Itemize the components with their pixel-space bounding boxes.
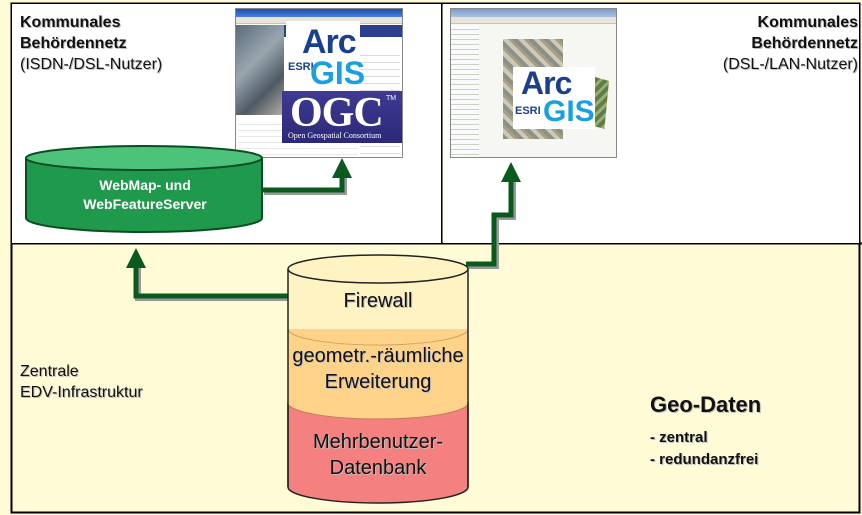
layer-database-line1: Mehrbenutzer- xyxy=(312,431,444,453)
arcgis-logo-right-esri: ESRI xyxy=(515,105,541,117)
layer-database-line2: Datenbank xyxy=(329,457,427,479)
geo-data-title: Geo-Daten xyxy=(650,392,762,417)
ogc-logo-subtitle: Open Geospatial Consortium xyxy=(288,131,382,140)
arcgis-logo-right-arc: Arc xyxy=(521,65,572,101)
top-right-title-line2: Behördennetz xyxy=(751,35,858,52)
top-right-network-label: Kommunales Behördennetz (DSL-/LAN-Nutzer… xyxy=(723,12,858,75)
geo-data-item-2: - redundanzfrei xyxy=(650,451,759,468)
geo-data-item-1: - zentral xyxy=(650,429,708,446)
arrow-firewall-to-server xyxy=(126,248,290,299)
arcgis-logo-right: Arc ESRI GIS xyxy=(513,65,595,129)
layer-extension-line2: Erweiterung xyxy=(324,371,432,393)
ogc-logo-text: OGC xyxy=(290,90,384,136)
layer-database: Mehrbenutzer- Datenbank xyxy=(286,429,470,481)
zone-line2: EDV-Infrastruktur xyxy=(20,384,143,401)
top-left-network-label: Kommunales Behördennetz (ISDN-/DSL-Nutze… xyxy=(20,12,162,75)
arcgis-logo-gis: GIS xyxy=(310,55,366,91)
ogc-logo: OGC TM Open Geospatial Consortium xyxy=(282,90,402,143)
layer-extension: geometr.-räumliche Erweiterung xyxy=(286,343,470,395)
table-of-contents xyxy=(451,25,479,157)
ogc-logo-tm: TM xyxy=(386,95,397,102)
top-right-subtitle: (DSL-/LAN-Nutzer) xyxy=(722,56,858,73)
webmap-server-cylinder xyxy=(25,145,263,233)
arcgis-desktop-screenshot: Arc ESRI GIS xyxy=(450,8,617,158)
top-left-title-line2: Behördennetz xyxy=(20,35,127,52)
webmap-server-label: WebMap- und WebFeatureServer xyxy=(24,176,266,214)
arrow-firewall-to-desktop xyxy=(466,162,521,267)
web-browser-screenshot: Arc ESRI GIS OGC TM Open Geospatial Cons… xyxy=(235,8,403,158)
zone-line1: Zentrale xyxy=(20,363,79,380)
arcgis-logo-right-gis: GIS xyxy=(543,95,595,128)
arcgis-logo: Arc ESRI GIS xyxy=(286,21,365,91)
layer-extension-line1: geometr.-räumliche xyxy=(292,345,464,367)
aerial-image xyxy=(236,25,284,115)
arcgis-logo-arc: Arc xyxy=(302,23,357,61)
server-label-line2: WebFeatureServer xyxy=(83,196,207,212)
top-right-title-line1: Kommunales xyxy=(757,14,858,31)
arrow-server-to-browser xyxy=(262,158,352,193)
arcgis-logo-esri: ESRI xyxy=(288,61,314,73)
layer-firewall: Firewall xyxy=(343,290,413,312)
central-infrastructure-label: Zentrale EDV-Infrastruktur xyxy=(20,361,143,403)
top-left-subtitle: (ISDN-/DSL-Nutzer) xyxy=(20,56,163,73)
geo-data-list: - zentral - redundanzfrei xyxy=(650,427,758,471)
server-label-line1: WebMap- und xyxy=(99,177,191,193)
database-cylinder xyxy=(287,254,469,504)
top-left-title-line1: Kommunales xyxy=(20,14,121,31)
